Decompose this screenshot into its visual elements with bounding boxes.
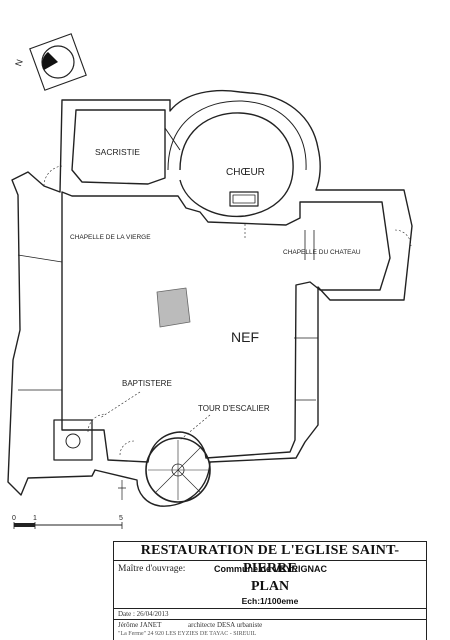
room-label-tour-escalier: TOUR D'ESCALIER bbox=[198, 404, 270, 413]
door-swings bbox=[43, 165, 412, 456]
address-text: "La Ferme" 24 920 LES EYZIES DE TAYAC - … bbox=[118, 631, 257, 637]
title-block-date-row: Date : 26/04/2013 bbox=[114, 608, 426, 620]
floor-plan: N SACRISTIE CHŒUR CHAPELLE DE LA VIERGE … bbox=[7, 33, 413, 529]
title-block-author-row: Jérôme JANET architecte DESA urbaniste bbox=[114, 619, 426, 630]
author-name: Jérôme JANET bbox=[118, 621, 162, 629]
stair-treads bbox=[148, 440, 208, 500]
room-label-sacristie: SACRISTIE bbox=[95, 147, 140, 157]
baptistery-niche bbox=[53, 419, 93, 461]
choir-outer-arc bbox=[167, 100, 307, 171]
scale-bar: 0 1 5 bbox=[12, 515, 123, 529]
stair-tower bbox=[145, 437, 211, 503]
inner-wall bbox=[61, 191, 391, 463]
title-block: RESTAURATION DE L'EGLISE SAINT-PIERRE Ma… bbox=[113, 541, 427, 640]
baptistere-leader bbox=[99, 391, 141, 419]
scale-bar-start: 0 bbox=[12, 515, 16, 522]
escalier-leader bbox=[179, 414, 211, 441]
room-label-chapelle-vierge: CHAPELLE DE LA VIERGE bbox=[70, 234, 151, 241]
baptismal-font bbox=[65, 433, 81, 449]
sacristie-wall bbox=[71, 109, 166, 185]
outer-wall bbox=[7, 89, 413, 507]
room-label-choeur: CHŒUR bbox=[226, 167, 265, 178]
title-block-plan: PLAN bbox=[250, 579, 290, 594]
room-label-nef: NEF bbox=[231, 329, 259, 345]
nave-pillar bbox=[156, 287, 191, 328]
owner-label: Maître d'ouvrage: bbox=[118, 564, 186, 574]
room-label-chapelle-chateau: CHAPELLE DU CHATEAU bbox=[283, 249, 361, 256]
date-label: Date : 26/04/2013 bbox=[118, 610, 169, 618]
scale-bar-mid: 1 bbox=[33, 515, 37, 522]
north-label: N bbox=[13, 58, 25, 68]
author-role: architecte DESA urbaniste bbox=[188, 621, 263, 629]
title-block-title: RESTAURATION DE L'EGLISE SAINT-PIERRE bbox=[114, 542, 426, 576]
title-block-address: "La Ferme" 24 920 LES EYZIES DE TAYAC - … bbox=[114, 629, 426, 639]
title-block-scale: Ech:1/100eme bbox=[241, 596, 299, 606]
north-indicator: N bbox=[13, 33, 87, 91]
choir-apse bbox=[179, 112, 294, 218]
title-block-owner: Maître d'ouvrage: Commune de VEYRIGNAC bbox=[114, 562, 426, 576]
window-slits bbox=[17, 230, 318, 401]
altar bbox=[229, 191, 259, 207]
scale-bar-end: 5 bbox=[119, 515, 123, 522]
owner-value: Commune de VEYRIGNAC bbox=[214, 564, 328, 574]
room-label-baptistere: BAPTISTERE bbox=[122, 379, 172, 388]
entrance-marker bbox=[118, 480, 126, 500]
